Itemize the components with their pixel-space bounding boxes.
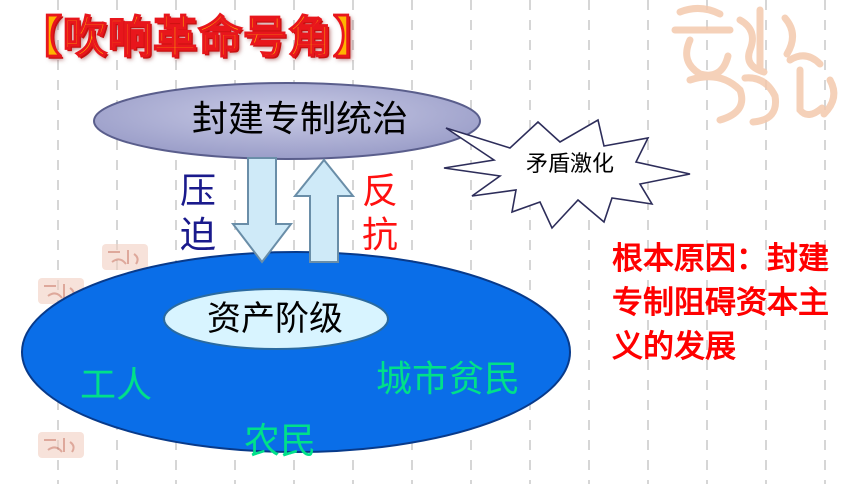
- urban-poor-label: 城市贫民: [376, 359, 521, 400]
- conflict-burst-shape: [443, 118, 691, 230]
- seal-stamp-small-3: [38, 432, 84, 458]
- calligraphy-logo-large: [671, 5, 838, 126]
- conflict-burst-label: 矛盾激化: [525, 152, 614, 177]
- workers-label: 工人: [80, 365, 153, 406]
- feudal-rule-label: 封建专制统治: [191, 99, 408, 140]
- feudal-rule-ellipse: [93, 82, 481, 160]
- resistance-up-arrow: [292, 158, 356, 263]
- resistance-label: 反抗: [361, 171, 398, 256]
- bourgeoisie-ellipse: [163, 288, 389, 350]
- root-cause-text: 根本原因：封建专制阻碍资本主义的发展: [612, 241, 829, 365]
- bourgeoisie-label: 资产阶级: [207, 299, 343, 339]
- oppression-down-arrow: [230, 157, 294, 264]
- seal-stamp-small-1: [102, 244, 148, 270]
- peasants-label: 农民: [244, 421, 317, 462]
- people-ellipse: [21, 251, 571, 453]
- oppression-label: 压迫: [179, 171, 216, 256]
- slide-title: 【吹响革命号角】: [17, 11, 378, 64]
